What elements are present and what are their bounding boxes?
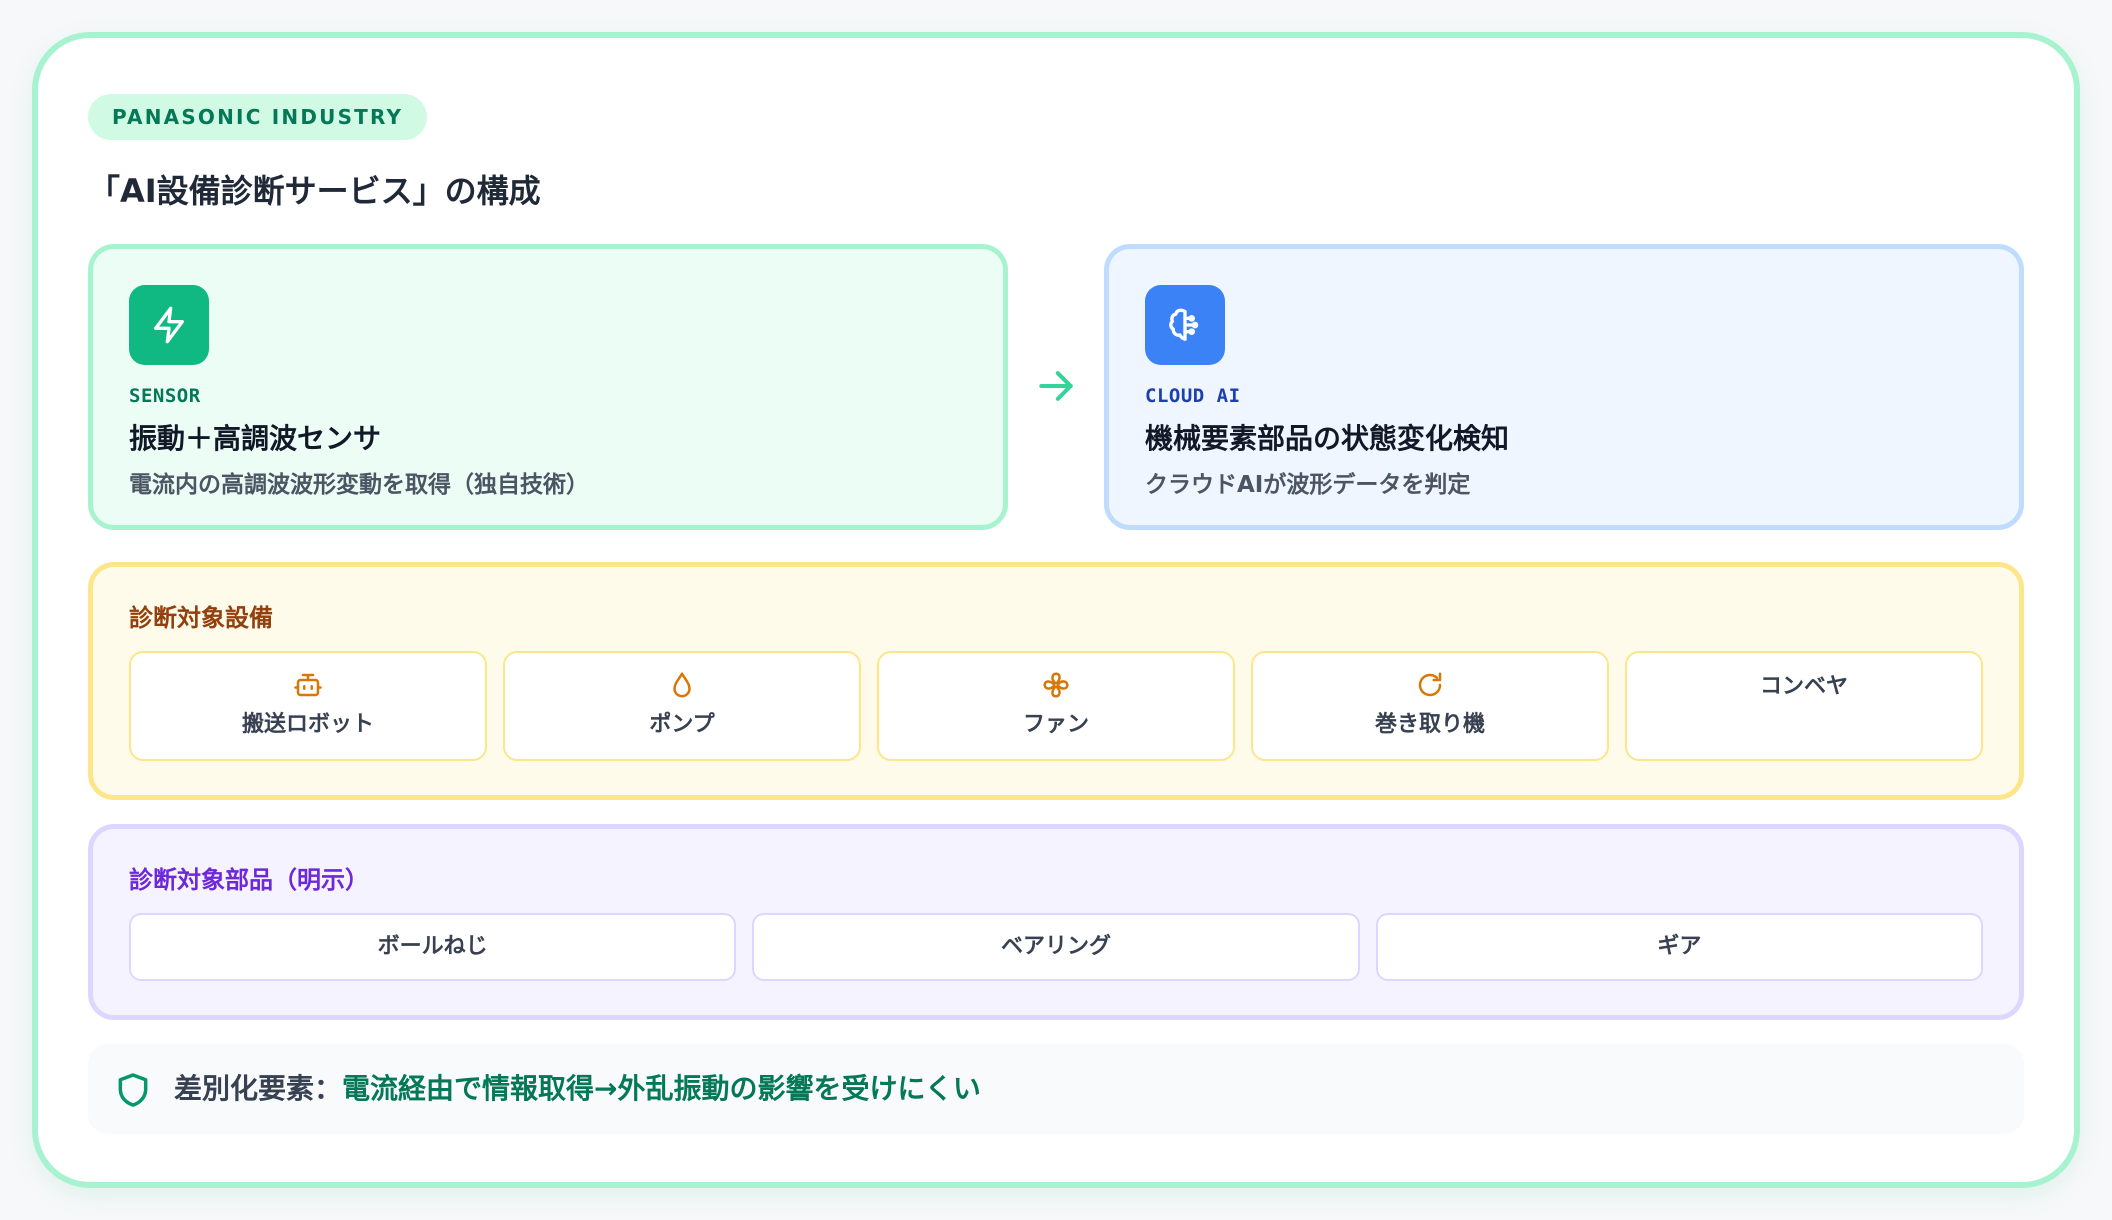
equipment-label: 巻き取り機 — [1374, 712, 1485, 737]
cloud-ai-box: CLOUD AI 機械要素部品の状態変化検知 クラウドAIが波形データを判定 — [1104, 244, 2024, 530]
part-item-ball-screw: ボールねじ — [129, 913, 737, 981]
equipment-panel-title: 診断対象設備 — [129, 604, 273, 632]
company-badge: PANASONIC INDUSTRY — [88, 94, 428, 140]
equipment-label: ファン — [1022, 712, 1089, 737]
arrow-right-icon — [1034, 364, 1078, 408]
cloud-description: クラウドAIが波形データを判定 — [1145, 472, 1471, 498]
cloud-kicker: CLOUD AI — [1145, 385, 1241, 407]
part-item-bearing: ベアリング — [752, 913, 1360, 981]
equipment-item-pump: ポンプ — [503, 651, 861, 761]
equipment-item-winder: 巻き取り機 — [1251, 651, 1609, 761]
equipment-list: 搬送ロボット ポンプ ファン — [129, 651, 1983, 761]
parts-list: ボールねじ ベアリング ギア — [129, 913, 1983, 981]
sensor-box: SENSOR 振動＋高調波センサ 電流内の高調波波形変動を取得（独自技術） — [88, 244, 1008, 530]
equipment-item-conveyor: コンベヤ — [1625, 651, 1983, 761]
differentiator-label: 差別化要素： — [174, 1072, 343, 1105]
cloud-title: 機械要素部品の状態変化検知 — [1145, 422, 1510, 455]
part-item-gear: ギア — [1375, 913, 1983, 981]
page-title: 「AI設備診断サービス」の構成 — [88, 172, 541, 210]
equipment-item-fan: ファン — [877, 651, 1235, 761]
differentiator-text: 差別化要素：電流経由で情報取得→外乱振動の影響を受けにくい — [174, 1068, 981, 1110]
lightning-icon — [129, 285, 209, 365]
sensor-kicker: SENSOR — [129, 385, 201, 407]
equipment-label: 搬送ロボット — [241, 712, 374, 737]
equipment-panel: 診断対象設備 搬送ロボット ポンプ — [88, 562, 2024, 800]
robot-icon — [292, 669, 324, 701]
sensor-title: 振動＋高調波センサ — [129, 422, 382, 455]
shield-icon — [114, 1070, 152, 1110]
equipment-label: ポンプ — [649, 712, 715, 737]
equipment-label: コンベヤ — [1759, 674, 1848, 699]
parts-panel: 診断対象部品（明示） ボールねじ ベアリング ギア — [88, 824, 2024, 1020]
fan-icon — [1040, 669, 1072, 701]
brain-icon — [1145, 285, 1225, 365]
droplet-icon — [666, 669, 698, 701]
differentiator-bar: 差別化要素：電流経由で情報取得→外乱振動の影響を受けにくい — [88, 1044, 2024, 1134]
rotate-icon — [1414, 669, 1446, 701]
sensor-description: 電流内の高調波波形変動を取得（独自技術） — [129, 472, 589, 498]
differentiator-value: 電流経由で情報取得→外乱振動の影響を受けにくい — [342, 1072, 981, 1105]
parts-panel-title: 診断対象部品（明示） — [129, 866, 369, 894]
equipment-item-robot: 搬送ロボット — [129, 651, 487, 761]
